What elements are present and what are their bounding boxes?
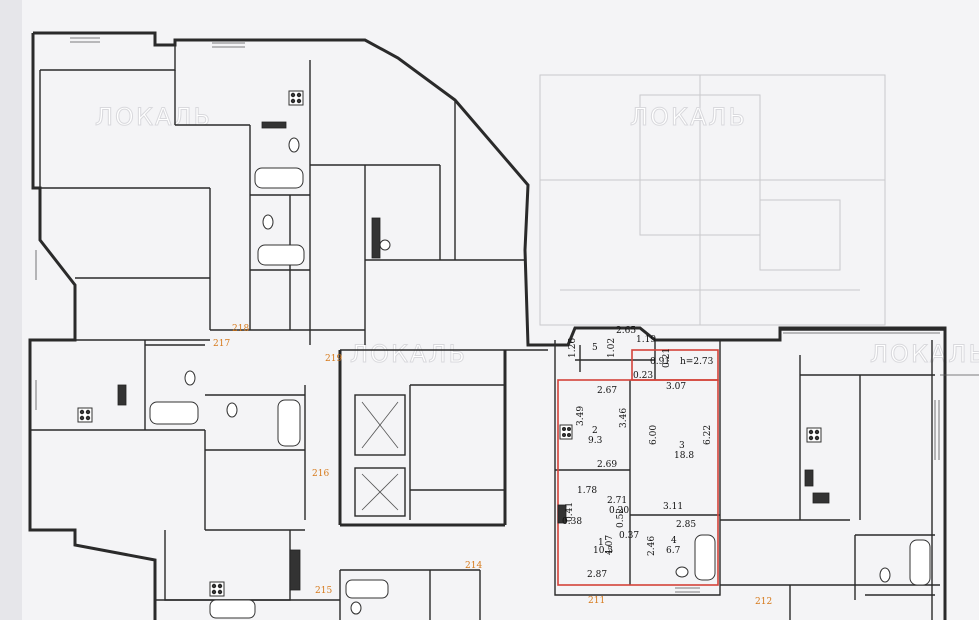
kitchen-counter [261, 121, 287, 129]
stove-icon [77, 407, 93, 423]
dimension-label: 1.26 [568, 338, 578, 358]
kitchen-counter [289, 549, 301, 591]
watermark: ЛОКАЛЬ [630, 103, 747, 131]
dimension-label: 6.00 [649, 425, 659, 445]
bathtub-icon [209, 599, 256, 619]
dimension-label: 0.52 [616, 508, 626, 528]
watermark: ЛОКАЛЬ [870, 340, 979, 368]
toilet-icon [262, 214, 274, 230]
dimension-label: 2.87 [587, 570, 607, 580]
section-number: 219 [325, 354, 342, 364]
dimension-label: 1.02 [607, 338, 617, 358]
bathtub-icon [345, 579, 389, 599]
toilet-icon [184, 370, 196, 386]
kitchen-counter [371, 217, 381, 259]
bathtub-icon [909, 539, 931, 586]
room-area: 6.7 [666, 546, 681, 556]
watermark: ЛОКАЛЬ [95, 103, 212, 131]
dimension-label: 3.49 [576, 406, 586, 426]
dimension-label: 0.91 [650, 357, 670, 367]
dimension-label: 2.85 [676, 520, 696, 530]
room-area: 9.3 [588, 436, 603, 446]
section-number: 214 [465, 561, 482, 571]
bathtub-icon [149, 401, 199, 425]
toilet-icon [288, 137, 300, 153]
room-area: 10.5 [593, 546, 613, 556]
section-number: 215 [315, 586, 332, 596]
left-building-walls [28, 31, 548, 620]
sink-icon [379, 239, 391, 251]
kitchen-counter [557, 504, 567, 524]
left-margin [0, 0, 22, 620]
section-number: 212 [755, 597, 772, 607]
room-number: 5 [592, 343, 598, 353]
dimension-label: 2.46 [647, 536, 657, 556]
toilet-icon [226, 402, 238, 418]
dimension-label: 2.71 [607, 496, 627, 506]
kitchen-counter [812, 492, 830, 504]
bathtub-icon [277, 399, 301, 447]
dimension-label: 1.19 [636, 335, 656, 345]
dimension-label: 0.21 [662, 348, 672, 368]
fixtures [77, 90, 931, 619]
ceiling-height: h=2.73 [680, 357, 714, 367]
dimension-label: 0.41 [565, 502, 575, 522]
dimension-label: 4.07 [605, 535, 615, 555]
section-number: 216 [312, 469, 329, 479]
stove-icon [806, 427, 822, 443]
stove-icon [288, 90, 304, 106]
stove-icon [559, 424, 573, 440]
stove-icon [209, 581, 225, 597]
section-number: 217 [213, 339, 230, 349]
bathtub-icon [694, 534, 716, 581]
elevator-core [338, 349, 548, 527]
room-number: 1 [598, 538, 604, 548]
toilet-icon [675, 566, 689, 578]
kitchen-counter [804, 469, 814, 487]
bathtub-icon [257, 244, 305, 266]
dimension-label: 2.65 [616, 326, 636, 336]
dimension-label: 0.23 [633, 371, 653, 381]
room-number: 3 [679, 441, 685, 451]
toilet-icon [879, 567, 891, 583]
section-number: 211 [588, 596, 605, 606]
right-building-walls [720, 326, 979, 620]
window-marks [35, 37, 940, 593]
dimension-label: 3.07 [666, 382, 686, 392]
dimension-label: 1.78 [577, 486, 597, 496]
dimension-label: 2.67 [597, 386, 617, 396]
watermark: ЛОКАЛЬ [350, 340, 467, 368]
bathtub-icon [254, 167, 304, 189]
dimension-label: 0.20 [609, 506, 629, 516]
room-number: 4 [671, 536, 677, 546]
toilet-icon [350, 601, 362, 615]
dimension-label: 0.37 [619, 531, 639, 541]
dimension-label: 6.22 [703, 425, 713, 445]
section-number: 218 [232, 324, 249, 334]
room-area: 18.8 [674, 451, 694, 461]
dimension-label: 3.11 [663, 502, 683, 512]
apartment-walls [548, 326, 721, 596]
dimension-label: 2.69 [597, 460, 617, 470]
room-number: 2 [592, 426, 598, 436]
faint-background-plan [539, 74, 886, 326]
dimension-label: 0.38 [562, 517, 582, 527]
dimension-label: 3.46 [619, 408, 629, 428]
kitchen-counter [117, 384, 127, 406]
